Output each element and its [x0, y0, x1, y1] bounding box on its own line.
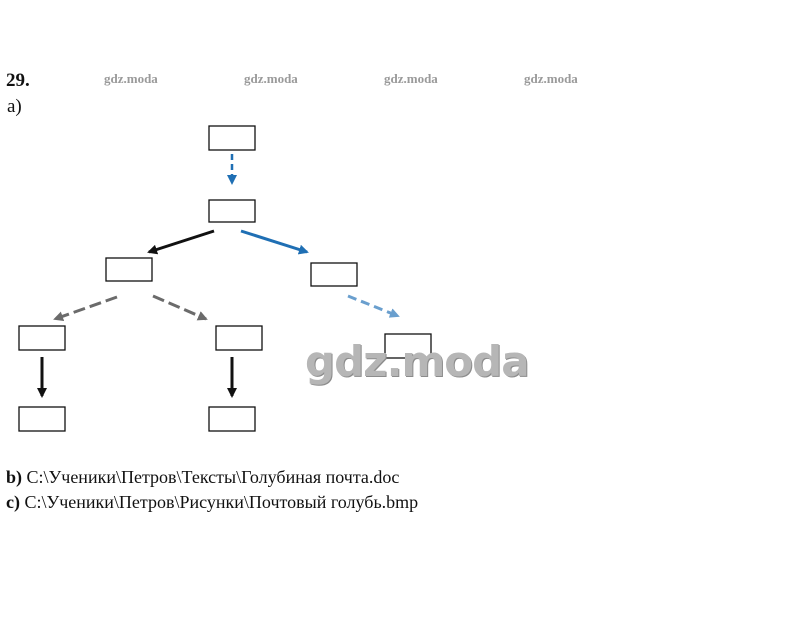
node-left — [105, 257, 153, 282]
node-right-child — [384, 333, 432, 359]
watermark-1: gdz.moda — [104, 71, 158, 86]
watermark-3: gdz.moda — [384, 71, 438, 86]
path-line-c: c) C:\Ученики\Петров\Рисунки\Почтовый го… — [6, 492, 418, 513]
arrow-left-to-left — [53, 295, 118, 322]
node-leaf-1 — [18, 406, 66, 432]
node-right — [310, 262, 358, 287]
watermark-4: gdz.moda — [524, 71, 578, 86]
problem-number: 29. — [6, 70, 30, 91]
watermark-2: gdz.moda — [244, 71, 298, 86]
arrow-to-left — [147, 229, 215, 255]
part-b-path: C:\Ученики\Петров\Тексты\Голубиная почта… — [26, 467, 400, 487]
arrow-right-to-child — [347, 294, 400, 318]
node-root — [208, 125, 256, 151]
big-watermark: gdz.moda — [305, 337, 530, 386]
node-left-right — [215, 325, 263, 351]
node-leaf-2 — [208, 406, 256, 432]
node-left-left — [18, 325, 66, 351]
part-a-label: a) — [7, 96, 22, 117]
part-c-label: c) — [6, 492, 20, 512]
arrow-left-to-right — [152, 294, 208, 321]
part-c-path: C:\Ученики\Петров\Рисунки\Почтовый голуб… — [24, 492, 419, 512]
arrow-to-right — [240, 229, 309, 255]
part-b-label: b) — [6, 467, 23, 487]
path-line-b: b) C:\Ученики\Петров\Тексты\Голубиная по… — [6, 467, 399, 488]
node-level-1 — [208, 199, 256, 223]
